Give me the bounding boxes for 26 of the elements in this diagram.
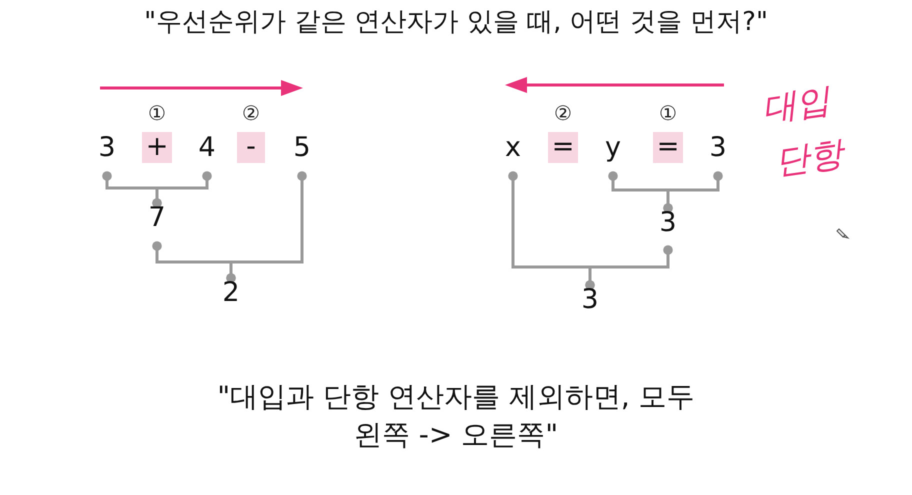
- value-text: 3: [656, 208, 680, 250]
- value-text: 3: [706, 133, 730, 176]
- value-text: 3: [578, 285, 602, 325]
- value-text: 5: [290, 133, 314, 176]
- caption: "대입과 단항 연산자를 제외하면, 모두 왼쪽 -> 오른쪽": [216, 379, 696, 453]
- step-number: ②: [554, 101, 572, 125]
- value-text: y: [601, 133, 625, 176]
- handwritten-note: 단항: [772, 132, 846, 185]
- operator-box: =: [548, 132, 578, 163]
- value-text: 3: [95, 133, 119, 176]
- tree-connector: [585, 245, 673, 290]
- value-text: 7: [145, 203, 169, 246]
- operator-box: -: [237, 132, 265, 163]
- step-number: ①: [659, 101, 677, 125]
- operator-box: =: [653, 132, 683, 163]
- value-text: x: [501, 133, 525, 176]
- value-text: 4: [195, 133, 219, 176]
- step-number: ②: [242, 101, 260, 125]
- tree-connector: [663, 171, 723, 213]
- operator-box: +: [142, 132, 172, 163]
- tree-connector: [226, 171, 307, 283]
- step-number: ①: [148, 101, 166, 125]
- handwritten-note: 대입: [759, 79, 833, 132]
- title: "우선순위가 같은 연산자가 있을 때, 어떤 것을 먼저?": [143, 6, 769, 39]
- tree-connector: [152, 171, 212, 208]
- value-text: 2: [219, 278, 243, 318]
